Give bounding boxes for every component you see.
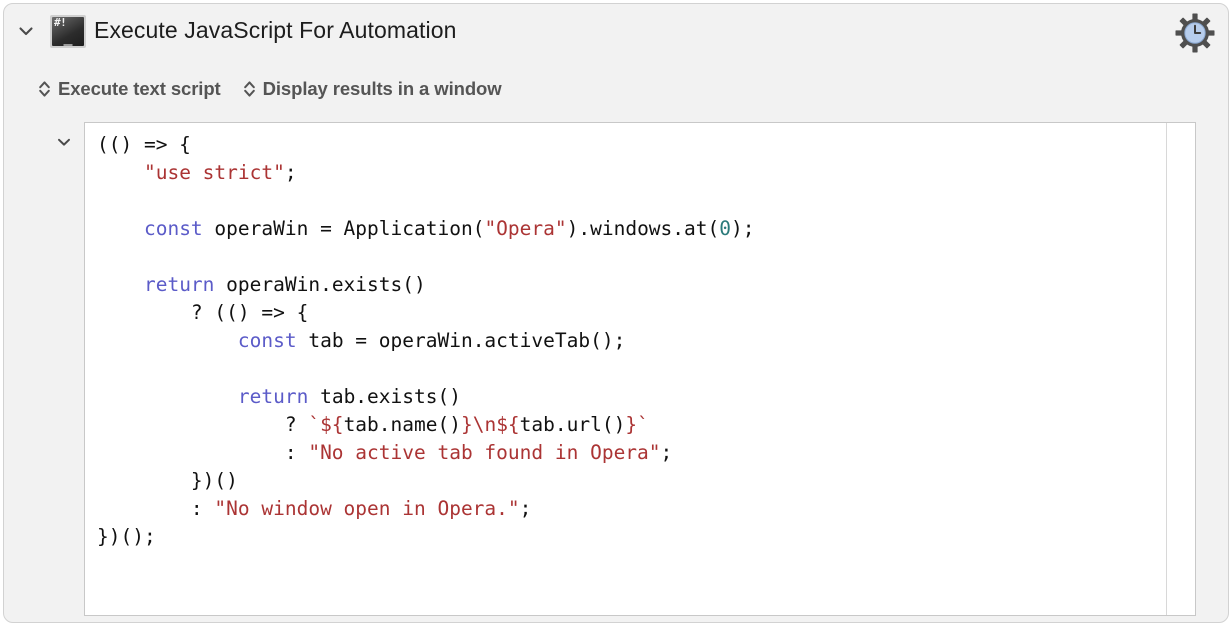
code-vertical-scrollbar[interactable] bbox=[1167, 123, 1195, 615]
script-terminal-icon: #! bbox=[50, 15, 86, 48]
results-destination-popup-label: Display results in a window bbox=[262, 78, 502, 99]
script-terminal-icon-glyph: #! bbox=[54, 17, 67, 29]
chevron-up-down-icon bbox=[243, 79, 256, 99]
action-disclosure-chevron-down-icon[interactable] bbox=[15, 20, 37, 42]
execute-mode-popup-label: Execute text script bbox=[58, 78, 221, 99]
options-row: Execute text script Display results in a… bbox=[4, 70, 502, 108]
chevron-up-down-icon bbox=[38, 79, 51, 99]
results-destination-popup[interactable]: Display results in a window bbox=[243, 78, 502, 100]
action-title: Execute JavaScript For Automation bbox=[94, 17, 457, 43]
script-editor[interactable]: (() => { "use strict"; const operaWin = … bbox=[84, 122, 1196, 616]
action-header: #! Execute JavaScript For Automation bbox=[4, 4, 1228, 62]
action-panel: #! Execute JavaScript For Automation bbox=[3, 3, 1229, 623]
code-gutter-divider bbox=[1166, 123, 1167, 615]
gear-clock-icon[interactable] bbox=[1174, 12, 1216, 54]
script-source-code[interactable]: (() => { "use strict"; const operaWin = … bbox=[97, 133, 755, 548]
execute-mode-popup[interactable]: Execute text script bbox=[38, 78, 221, 100]
script-disclosure-chevron-down-icon[interactable] bbox=[54, 132, 74, 152]
script-terminal-icon-stand bbox=[63, 44, 73, 46]
